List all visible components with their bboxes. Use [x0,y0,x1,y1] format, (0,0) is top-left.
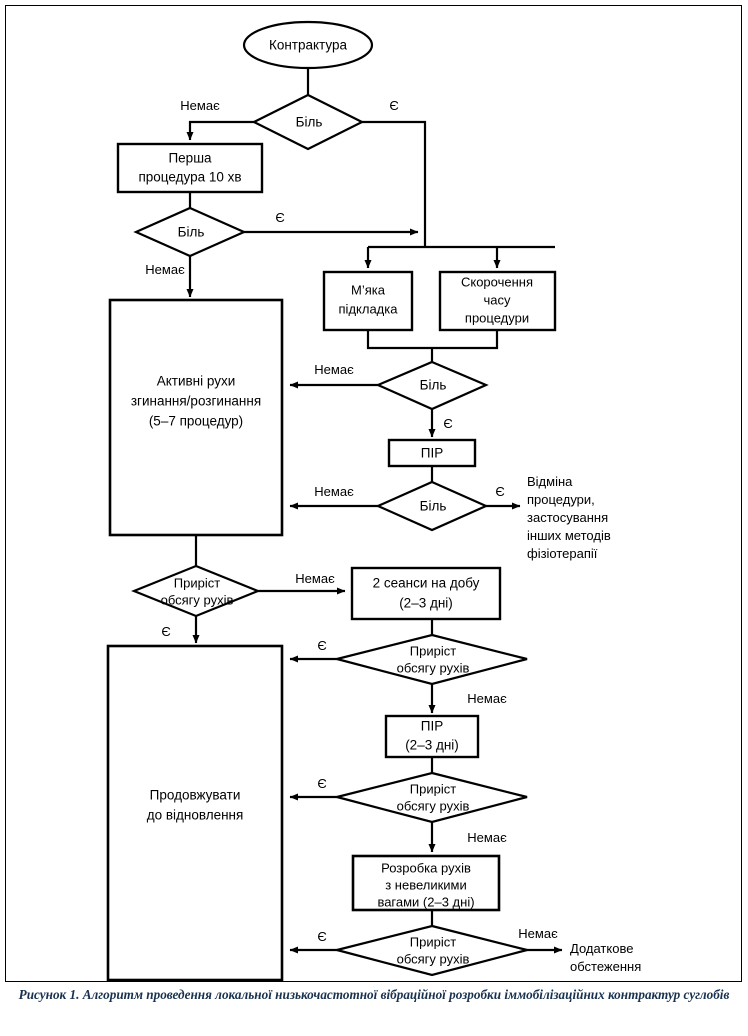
node-pain-2: Біль [133,206,247,258]
node-gain-2-line2: обсягу рухів [397,660,470,675]
note-extra-exam: Додаткове обстеження [570,941,641,974]
edge-label-gain3-no: Немає [467,830,507,845]
node-gain-2: Приріст обсягу рухів [336,633,528,686]
node-pir-1-label: ПІР [421,446,443,461]
node-gain-2-line1: Приріст [410,643,456,658]
node-first-procedure-line1: Перша [168,151,212,166]
node-continue-recovery: Продовжувати до відновлення [106,644,284,982]
node-shorten-time-line1: Скорочення [461,274,533,289]
node-active-moves: Активні рухи згинання/розгинання (5–7 пр… [108,298,284,537]
node-shorten-time: Скорочення часу процедури [438,270,557,332]
node-two-sessions-line2: (2–3 дні) [399,596,453,611]
node-gain-4-line1: Приріст [410,934,456,949]
node-shorten-time-line3: процедури [465,310,529,325]
node-pain-1: Біль [251,93,365,151]
node-pain-4-label: Біль [420,499,447,514]
node-start-label: Контрактура [269,38,348,53]
node-active-moves-line3: (5–7 процедур) [149,414,243,429]
node-pir-2-line1: ПІР [421,719,443,734]
node-gain-3-line2: обсягу рухів [397,798,470,813]
node-active-moves-line2: згинання/розгинання [131,394,261,409]
node-continue-recovery-line2: до відновлення [147,808,244,823]
node-two-sessions: 2 сеанси на добу (2–3 дні) [350,566,502,621]
note-cancel-line2: процедури, [527,492,595,507]
edge-label-gain3-yes: Є [317,776,326,791]
node-pain-4: Біль [375,480,489,532]
edge-label-pain2-no: Немає [145,262,185,277]
node-gain-1: Приріст обсягу рухів [131,564,261,618]
node-gain-3: Приріст обсягу рухів [336,771,528,824]
figure-caption: Рисунок 1. Алгоритм проведення локальної… [6,986,742,1003]
edge-label-pain3-yes: Є [443,416,452,431]
node-weights-work-line3: вагами (2–3 дні) [377,894,474,909]
node-gain-4-line2: обсягу рухів [397,951,470,966]
node-pir-2: ПІР (2–3 дні) [384,714,480,759]
node-start: Контрактура [242,20,374,70]
node-gain-1-line1: Приріст [174,575,220,590]
edge-label-gain4-no: Немає [518,926,558,941]
note-cancel-procedure: Відміна процедури, застосування інших ме… [527,474,611,561]
node-pir-1: ПІР [387,438,477,468]
node-first-procedure: Перша процедура 10 хв [116,142,264,194]
node-soft-pad-line2: підкладка [339,301,399,316]
node-pir-2-line2: (2–3 дні) [405,738,459,753]
note-cancel-line4: інших методів [527,528,611,543]
node-gain-3-line1: Приріст [410,781,456,796]
edge-label-pain4-yes: Є [495,484,504,499]
edge-label-gain2-yes: Є [317,638,326,653]
note-cancel-line1: Відміна [527,474,573,489]
edge-label-gain2-no: Немає [467,691,507,706]
node-gain-1-line2: обсягу рухів [161,592,234,607]
node-pain-1-label: Біль [296,115,323,130]
node-shorten-time-line2: часу [483,292,511,307]
edge-label-pain1-no: Немає [180,98,220,113]
node-pain-3: Біль [375,360,489,411]
node-pain-3-label: Біль [420,378,447,393]
note-extra-exam-line1: Додаткове [570,941,633,956]
note-extra-exam-line2: обстеження [570,959,641,974]
edge-label-pain4-no: Немає [314,484,354,499]
node-two-sessions-line1: 2 сеанси на добу [373,576,480,591]
figure-caption-line1: Рисунок 1. Алгоритм проведення локальної… [18,987,605,1002]
edge-label-pain1-yes: Є [389,98,398,113]
node-weights-work: Розробка рухів з невеликими вагами (2–3 … [351,854,501,912]
node-active-moves-line1: Активні рухи [157,374,236,389]
node-continue-recovery-line1: Продовжувати [150,788,241,803]
edge-label-gain1-yes: Є [161,624,170,639]
edge-label-gain4-yes: Є [317,929,326,944]
note-cancel-line5: фізіотерапії [527,546,598,561]
note-cancel-line3: застосування [527,510,608,525]
edge-label-pain2-yes: Є [275,210,284,225]
edge-label-gain1-no: Немає [295,571,335,586]
node-soft-pad-line1: М’яка [351,282,386,297]
node-gain-4: Приріст обсягу рухів [336,924,528,977]
node-weights-work-line1: Розробка рухів [381,860,471,875]
node-pain-2-label: Біль [178,225,205,240]
edge-label-pain3-no: Немає [314,362,354,377]
node-soft-pad: М’яка підкладка [322,270,414,332]
node-weights-work-line2: з невеликими [385,877,467,892]
node-first-procedure-line2: процедура 10 хв [138,170,241,185]
figure-caption-line2: контрактур суглобів [608,987,730,1002]
